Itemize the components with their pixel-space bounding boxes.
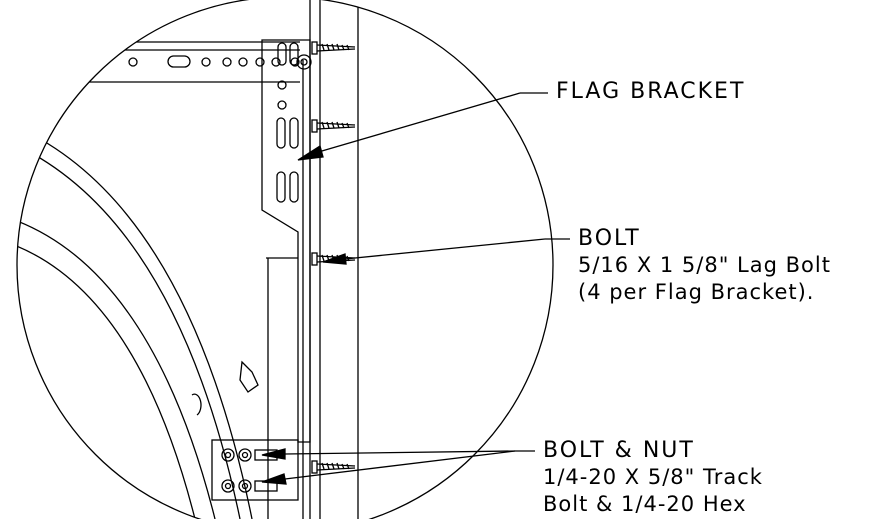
horizontal-angle (60, 41, 300, 83)
bolt-callout: BOLT 5/16 X 1 5/8" Lag Bolt (4 per Flag … (578, 225, 831, 306)
bolt-spec-line-1: 5/16 X 1 5/8" Lag Bolt (578, 253, 831, 277)
bolt-nut-spec-line-1: 1/4-20 X 5/8" Track (543, 465, 763, 489)
bolt-nut-callout: BOLT & NUT 1/4-20 X 5/8" Track Bolt & 1/… (543, 437, 763, 518)
track-bracket (211, 439, 299, 501)
detail-circle (16, 0, 554, 519)
vertical-jamb (302, 0, 359, 519)
bolt-label: BOLT (578, 226, 641, 251)
angle-nut (296, 54, 312, 70)
bolt-nut-label: BOLT & NUT (543, 438, 695, 463)
bolt-spec-line-2: (4 per Flag Bracket). (578, 280, 815, 304)
curved-track (17, 119, 253, 519)
flag-bracket-callout: FLAG BRACKET (556, 78, 745, 105)
track-hinge (191, 360, 259, 416)
lag-bolt (311, 460, 356, 474)
leader-lines (261, 92, 570, 485)
lag-bolt (311, 119, 356, 133)
flag-bracket-label: FLAG BRACKET (556, 79, 746, 104)
lag-bolt (311, 41, 356, 55)
bolt-nut-spec-line-2: Bolt & 1/4-20 Hex (543, 492, 747, 516)
